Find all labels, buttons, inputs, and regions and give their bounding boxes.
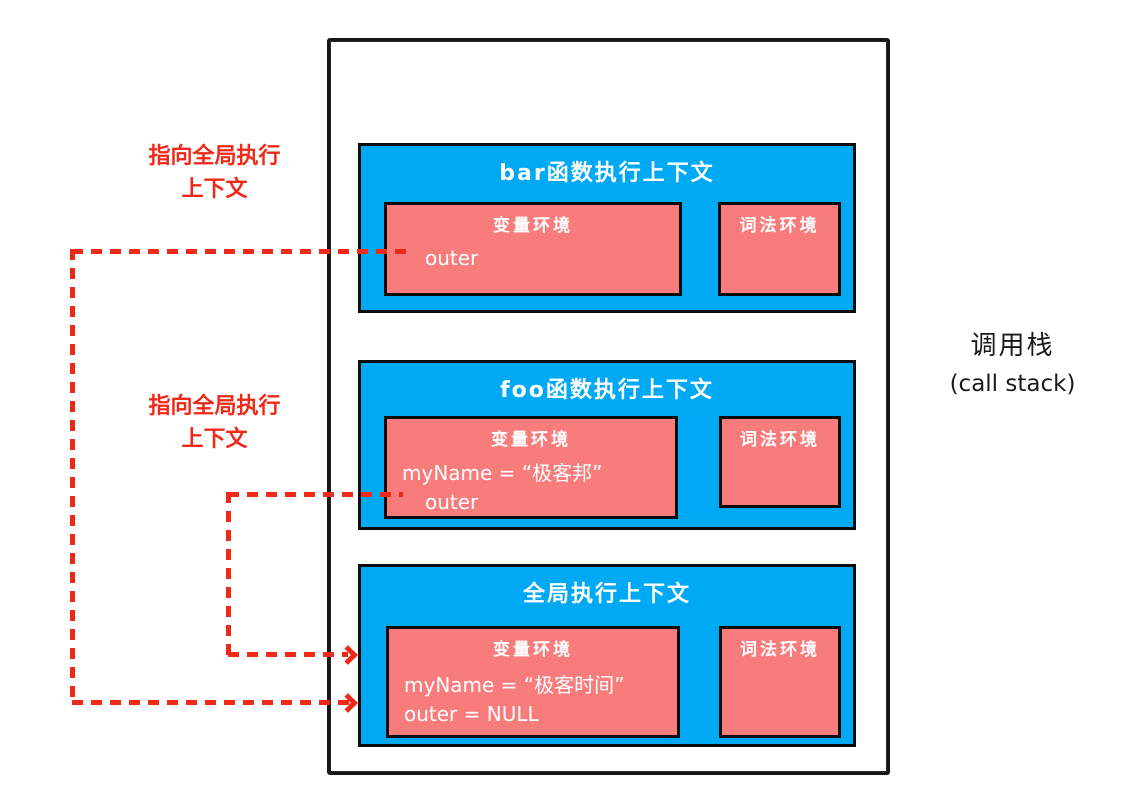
context-title-bar: bar函数执行上下文 <box>499 161 715 186</box>
var-line-myname: myName = “极客时间” <box>404 673 625 697</box>
call-stack-label-zh: 调用栈 <box>970 331 1055 361</box>
lexical-environment-title: 词法环境 <box>740 640 820 660</box>
pointer-annotation-bottom: 指向全局执行 上下文 <box>148 394 281 452</box>
pointer-annotation-top: 指向全局执行 上下文 <box>148 144 281 202</box>
context-title-global: 全局执行上下文 <box>522 582 691 607</box>
context-title-foo: foo函数执行上下文 <box>500 378 714 403</box>
call-stack-label-en: (call stack) <box>949 371 1076 397</box>
var-line-outer: outer <box>425 246 479 270</box>
pointer-line-foo-vertical <box>226 492 231 657</box>
variable-environment-title: 变量环境 <box>493 640 573 660</box>
pointer-line-foo-horizontal <box>228 492 403 497</box>
execution-context-bar: bar函数执行上下文 变量环境 outer 词法环境 <box>358 143 856 313</box>
call-stack-label: 调用栈 (call stack) <box>915 325 1110 397</box>
variable-environment-box: 变量环境 outer <box>384 202 682 296</box>
variable-environment-box: 变量环境 myName = “极客时间” outer = NULL <box>386 626 680 738</box>
lexical-environment-title: 词法环境 <box>739 216 820 236</box>
execution-context-global: 全局执行上下文 变量环境 myName = “极客时间” outer = NUL… <box>358 564 856 747</box>
variable-environment-title: 变量环境 <box>491 430 571 450</box>
variable-environment-box: 变量环境 myName = “极客邦” outer <box>384 416 678 519</box>
lexical-environment-box: 词法环境 <box>719 626 841 738</box>
lexical-environment-box: 词法环境 <box>718 202 841 296</box>
var-line-outer: outer <box>425 490 479 514</box>
pointer-line-bar-vertical <box>70 249 75 705</box>
pointer-line-foo-to-global <box>228 652 348 657</box>
var-line-myname: myName = “极客邦” <box>402 461 603 485</box>
var-line-outer-null: outer = NULL <box>404 702 539 726</box>
lexical-environment-box: 词法环境 <box>719 416 841 508</box>
variable-environment-title: 变量环境 <box>493 216 573 236</box>
pointer-line-bar-to-global <box>72 700 350 705</box>
execution-context-foo: foo函数执行上下文 变量环境 myName = “极客邦” outer 词法环… <box>358 360 856 530</box>
lexical-environment-title: 词法环境 <box>740 430 820 450</box>
pointer-line-bar-horizontal <box>72 249 408 254</box>
